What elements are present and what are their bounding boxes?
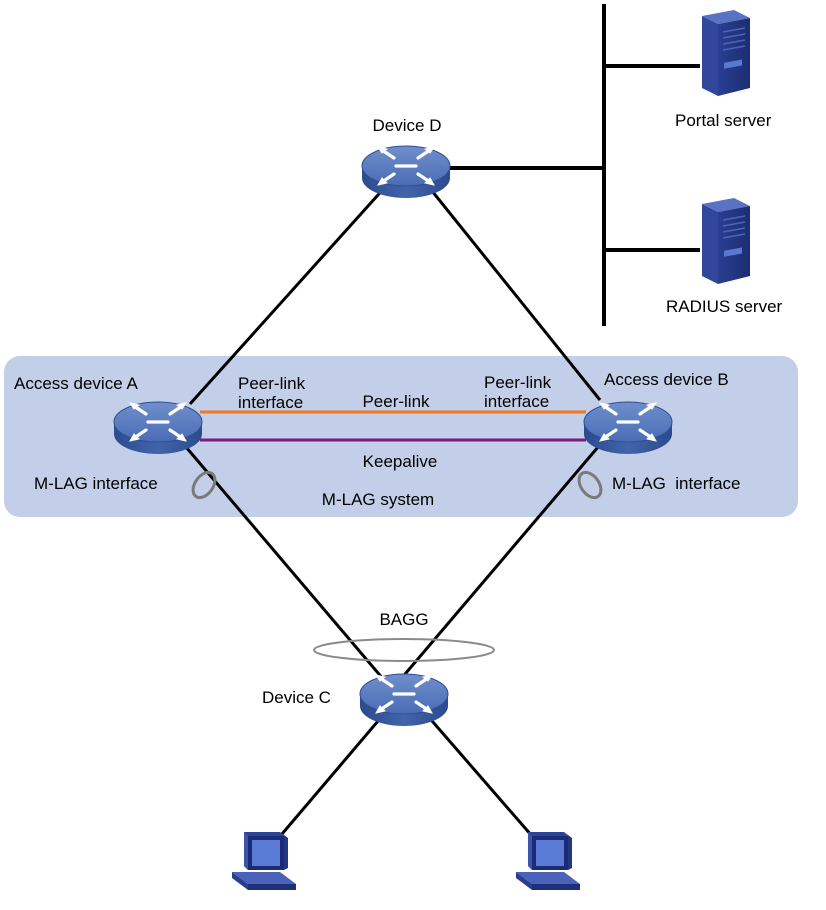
link-d-to-b [426, 185, 602, 401]
peer-link-interface-a-label: Peer-link interface [238, 374, 305, 412]
bagg-ring [313, 638, 495, 662]
peer-link-interface-a-line1: Peer-link [238, 374, 306, 393]
device-c-label: Device C [262, 688, 331, 707]
portal-server-label: Portal server [675, 111, 772, 130]
portal-server-icon [701, 9, 751, 97]
mlag-system-region [4, 356, 798, 517]
mlag-interface-b-label: M-LAG interface [612, 474, 741, 493]
peer-link-interface-b-line2: interface [484, 392, 550, 411]
bagg-label: BAGG [379, 610, 429, 629]
link-c-to-pc-right [424, 713, 534, 837]
device-d-router-icon [360, 144, 452, 200]
device-d-label: Device D [372, 116, 442, 135]
access-device-b-switch-icon [582, 400, 674, 456]
peer-link-interface-b-line1: Peer-link [484, 373, 552, 392]
link-d-to-a [188, 184, 388, 406]
access-device-a-switch-icon [112, 400, 204, 456]
access-device-a-label: Access device A [14, 374, 138, 393]
mlag-interface-a-ring [191, 470, 217, 500]
radius-server-icon [701, 197, 751, 285]
keepalive-label: Keepalive [362, 452, 438, 471]
peer-link-label: Peer-link [362, 392, 430, 411]
device-c-router-icon [358, 672, 450, 728]
peer-link-interface-a-line2: interface [238, 393, 304, 412]
radius-server-label: RADIUS server [666, 297, 783, 316]
mlag-interface-b-ring [577, 470, 603, 500]
mlag-interface-a-label: M-LAG interface [34, 474, 158, 493]
host-right-pc-icon [516, 832, 580, 890]
access-device-b-label: Access device B [604, 370, 729, 389]
server-bus [448, 4, 700, 326]
peer-link-interface-b-label: Peer-link interface [484, 373, 551, 411]
host-left-pc-icon [232, 832, 296, 890]
mlag-system-label: M-LAG system [321, 490, 435, 509]
link-c-to-pc-left [280, 713, 386, 835]
